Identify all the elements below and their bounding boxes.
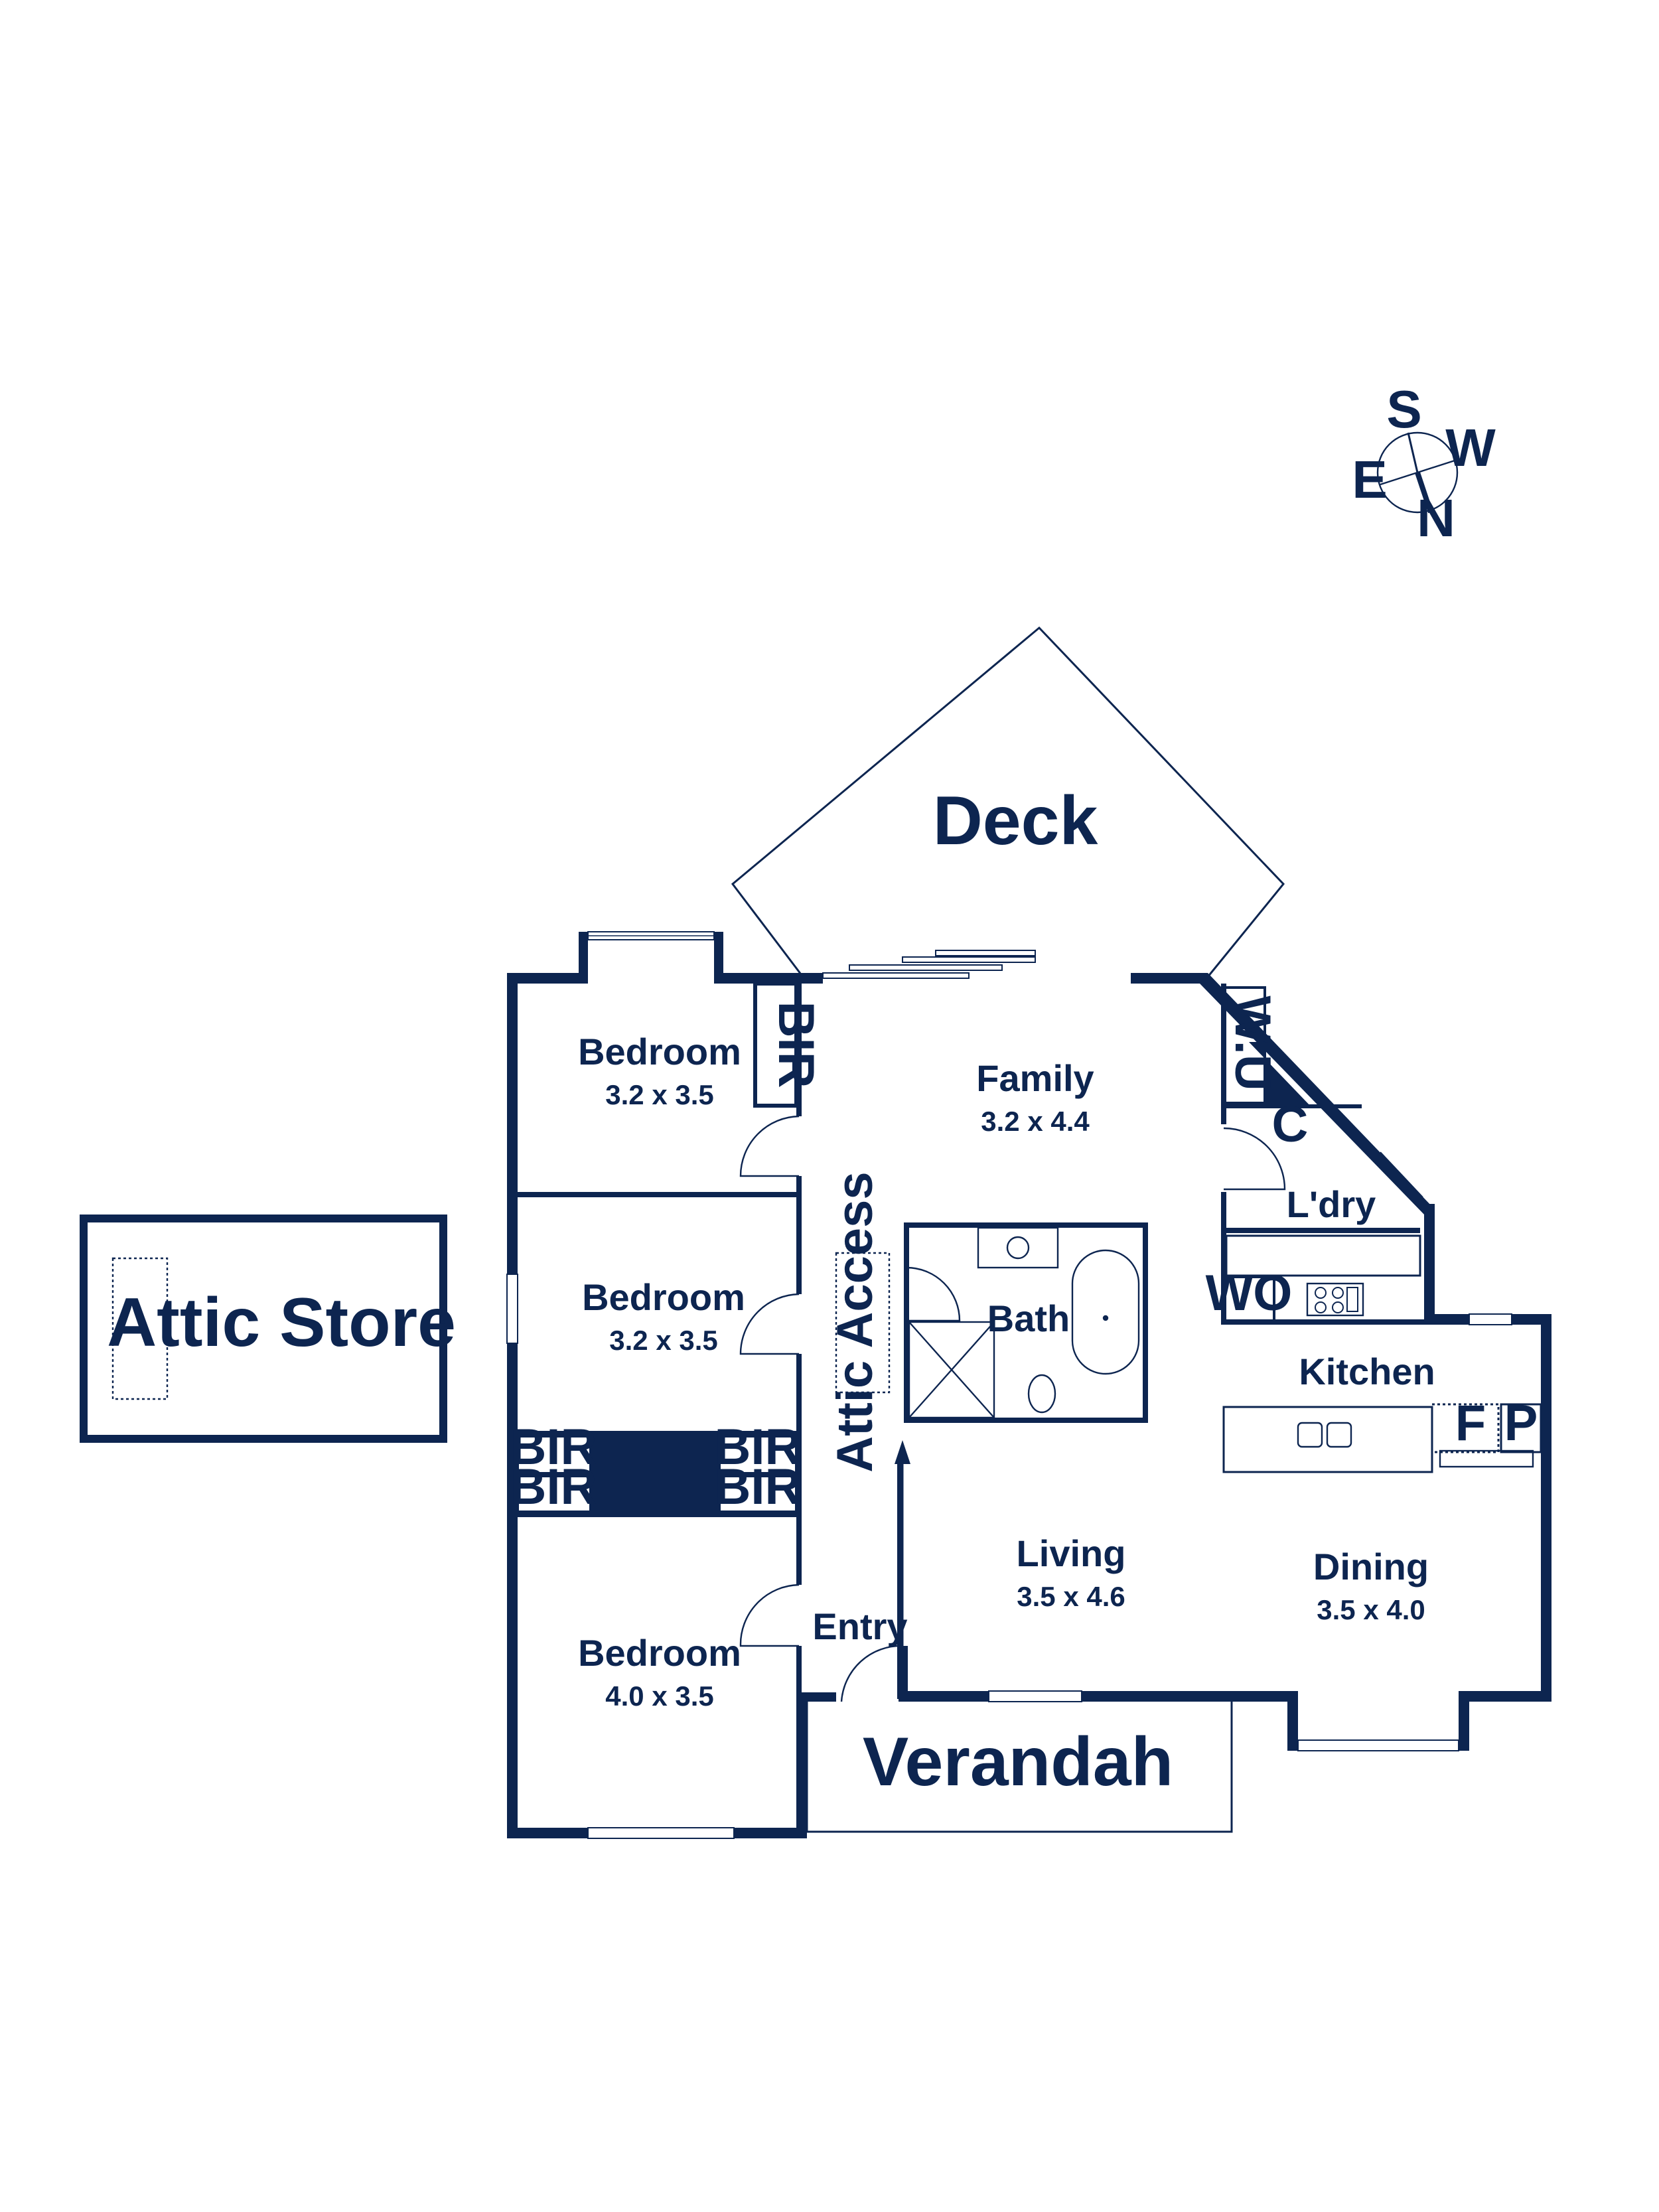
windows (506, 931, 1512, 1839)
attic-store: Attic Store (80, 1215, 456, 1443)
attic-store-label: Attic Store (107, 1284, 456, 1361)
compass: S W E N (1352, 380, 1496, 548)
dining-dim: 3.5 x 4.0 (1317, 1594, 1425, 1625)
bir-tr-label: BIR (715, 1419, 802, 1475)
bedroom-2-label: Bedroom (582, 1276, 745, 1318)
deck: Deck (731, 626, 1285, 978)
bathtub (1071, 1249, 1140, 1375)
bath-fixtures (908, 1226, 1140, 1419)
dining-label: Dining (1313, 1546, 1429, 1587)
bir-top-label: BIR (768, 1001, 824, 1088)
bir-block: BIR BIR BIR BIR (510, 1419, 802, 1515)
family-label: Family (976, 1057, 1094, 1099)
deck-label: Deck (933, 782, 1098, 859)
p-label: P (1504, 1395, 1538, 1451)
wo-label: WO (1206, 1265, 1293, 1321)
f-label: F (1455, 1395, 1486, 1451)
cooktop (1306, 1282, 1364, 1317)
verandah: Verandah (806, 1702, 1233, 1833)
door-swings (739, 1115, 1286, 1702)
family-dim: 3.2 x 4.4 (981, 1106, 1090, 1137)
wu-label: W.U (1224, 995, 1281, 1091)
sink (1297, 1422, 1323, 1448)
compass-w-label: W (1445, 418, 1496, 477)
bedroom-3-dim: 4.0 x 3.5 (605, 1680, 713, 1712)
bath-wall (904, 1222, 1148, 1423)
compass-ring (1376, 431, 1459, 514)
toilet (1027, 1374, 1056, 1414)
compass-needle-thin (1407, 432, 1419, 473)
bir-bl-label: BIR (510, 1459, 597, 1515)
compass-n-label: N (1417, 488, 1455, 548)
attic-store-wall (80, 1215, 447, 1443)
internal-walls (518, 984, 1427, 1699)
kitchen-fixtures: W.U C WO F P (1206, 986, 1542, 1473)
attic-access: Attic Access (827, 1171, 891, 1473)
bir-tl-label: BIR (510, 1419, 597, 1475)
vanity (977, 1226, 1059, 1269)
living-label: Living (1017, 1532, 1126, 1574)
compass-s-label: S (1386, 380, 1421, 439)
kitchen-label: Kitchen (1299, 1351, 1435, 1392)
basin (1006, 1236, 1030, 1260)
shower (908, 1321, 995, 1419)
verandah-label: Verandah (863, 1724, 1173, 1801)
c-label: C (1272, 1096, 1309, 1153)
bath-label: Bath (987, 1297, 1070, 1339)
bir-br-label: BIR (715, 1459, 802, 1515)
family-sliding-door (822, 950, 1036, 979)
deck-outline (731, 626, 1285, 978)
attic-hatch (111, 1257, 169, 1400)
compass-needle-bold (1415, 471, 1433, 514)
compass-crossbar (1380, 459, 1455, 486)
bedroom-2-dim: 3.2 x 3.5 (609, 1325, 717, 1356)
compass-e-label: E (1352, 450, 1387, 509)
bedroom-1-label: Bedroom (578, 1031, 741, 1072)
laundry-label: L'dry (1287, 1183, 1376, 1225)
living-dim: 3.5 x 4.6 (1017, 1581, 1125, 1612)
attic-access-label: Attic Access (827, 1171, 883, 1472)
entry-arrow (895, 1440, 910, 1659)
entry-label: Entry (812, 1605, 907, 1647)
bedroom-3-label: Bedroom (578, 1632, 741, 1674)
bedroom-1-dim: 3.2 x 3.5 (605, 1079, 713, 1110)
room-labels: Bedroom 3.2 x 3.5 Bedroom 3.2 x 3.5 Bedr… (578, 1031, 1435, 1712)
bir-top: BIR (753, 982, 824, 1108)
